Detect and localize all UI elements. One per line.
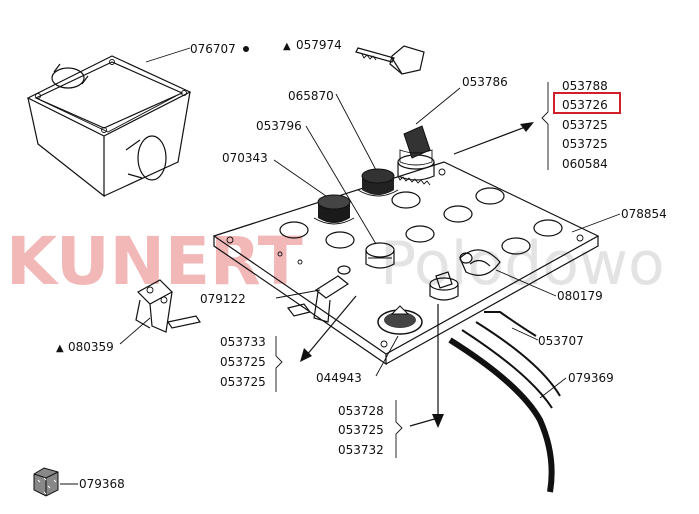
key-switch (397, 125, 435, 186)
foam-cube (33, 467, 59, 497)
label-pb-black: 065870 (288, 89, 334, 103)
black-pushbutton (357, 168, 399, 197)
part-053725-c: 053725 (220, 355, 266, 369)
label-box: 076707 (190, 42, 236, 56)
part-053725-d: 053725 (220, 375, 266, 389)
part-053725-a: 053725 (562, 118, 608, 132)
label-plate: 078854 (621, 207, 667, 221)
label-lock-bracket: 080359 (68, 340, 114, 354)
latch (286, 265, 351, 323)
label-foam: 079368 (79, 477, 125, 491)
label-latch: 079122 (200, 292, 246, 306)
part-053733: 053733 (220, 335, 266, 349)
marker-dot-icon (243, 46, 249, 52)
lock-bracket (135, 279, 201, 333)
label-estop: 044943 (316, 371, 362, 385)
watermark-brand: KUNERT (6, 223, 303, 300)
label-cap: 080179 (557, 289, 603, 303)
part-053725-b: 053725 (562, 137, 608, 151)
arrow-selector-icon (432, 414, 444, 428)
part-053788: 053788 (562, 79, 608, 93)
part-053726: 053726 (562, 98, 608, 112)
part-060584: 060584 (562, 157, 608, 171)
cable-bundle (448, 311, 561, 493)
label-selector: 053707 (538, 334, 584, 348)
label-pb-white: 053796 (256, 119, 302, 133)
arrow-estop-icon (300, 348, 312, 362)
triangle-marker-icon: ▲ (283, 41, 291, 52)
label-key: 057974 (296, 38, 342, 52)
key-icon (355, 45, 425, 75)
emergency-stop (377, 305, 423, 335)
label-keyswitch: 053786 (462, 75, 508, 89)
part-053725-e: 053725 (338, 423, 384, 437)
label-pb-mushroom: 070343 (222, 151, 268, 165)
part-highlight-box (553, 92, 621, 114)
mushroom-pushbutton (313, 194, 355, 225)
label-cable: 079369 (568, 371, 614, 385)
junction-box (26, 55, 192, 198)
selector-switch (429, 271, 459, 301)
part-053732: 053732 (338, 443, 384, 457)
white-pushbutton (365, 242, 395, 269)
part-053728: 053728 (338, 404, 384, 418)
protective-cap (459, 249, 501, 276)
arrow-keyswitch-icon (520, 122, 534, 132)
triangle-marker-icon-2: ▲ (56, 343, 64, 354)
